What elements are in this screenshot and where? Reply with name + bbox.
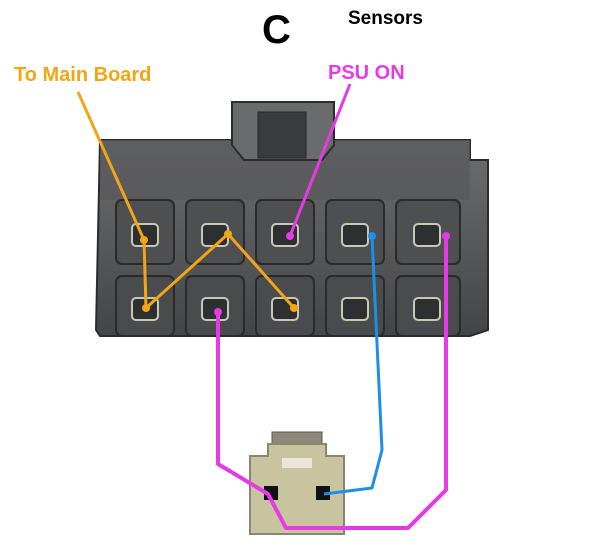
psu-on-label: PSU ON (328, 62, 405, 84)
plug-pin-right (316, 486, 330, 500)
psu-on-wire (288, 83, 352, 237)
sensor-wire (323, 235, 384, 496)
sensor-plug (249, 431, 345, 535)
plug-loop-wire (216, 236, 448, 530)
sensors-label: Sensors (348, 8, 423, 29)
pin-row-top (115, 199, 461, 265)
atx-connector (94, 101, 489, 337)
to-main-board-label: To Main Board (14, 64, 152, 86)
connector-letter-c: C (262, 8, 291, 52)
wire-endpoints (140, 230, 450, 316)
